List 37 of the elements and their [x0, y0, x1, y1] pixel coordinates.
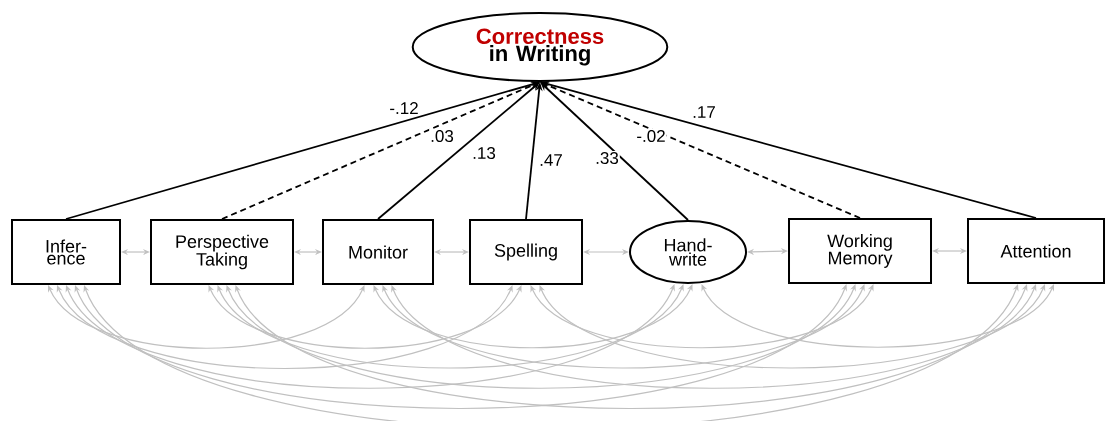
variable-box: Working Memory: [788, 218, 932, 284]
edge-label: .03: [429, 129, 455, 143]
variable-box: Infer- ence: [11, 219, 121, 285]
correlation-curve: [217, 284, 684, 369]
variable-box: Monitor: [322, 219, 434, 285]
variable-box: Spelling: [469, 219, 583, 285]
correlation-arrow: [747, 248, 788, 255]
variable-box: Perspective Taking: [150, 219, 294, 285]
correlation-curve: [226, 284, 856, 389]
edge-label: .33: [594, 151, 620, 165]
correlation-curve: [391, 284, 1037, 389]
edge-label: -.02: [635, 129, 667, 143]
edge-label: -.12: [388, 101, 420, 115]
variable-box: Attention: [967, 218, 1105, 284]
correlation-arrow: [583, 248, 629, 256]
edge-label: .47: [538, 153, 564, 167]
ellipse-node: Hand- write: [629, 220, 747, 284]
correlation-curve: [65, 284, 675, 389]
correlation-arrow: [932, 247, 967, 255]
correlation-curve: [701, 284, 1054, 348]
correlation-curve: [48, 285, 365, 349]
correlation-curve: [539, 284, 1046, 369]
correlation-arrow: [121, 248, 150, 256]
correlation-arrow: [294, 248, 322, 256]
correlation-curve: [373, 284, 693, 349]
path-arrow: [540, 82, 689, 221]
correlation-curve: [74, 284, 847, 410]
path-arrow: [377, 82, 540, 220]
correlation-curve: [382, 284, 865, 369]
correlation-curve: [56, 285, 513, 370]
correlation-curve: [235, 284, 1028, 410]
correlation-curve: [83, 284, 1019, 421]
correlation-arrow: [434, 248, 469, 256]
edge-label: .13: [471, 146, 497, 160]
edge-label: .17: [691, 105, 717, 119]
correlation-curve: [208, 285, 522, 349]
correlation-curve: [530, 284, 874, 349]
